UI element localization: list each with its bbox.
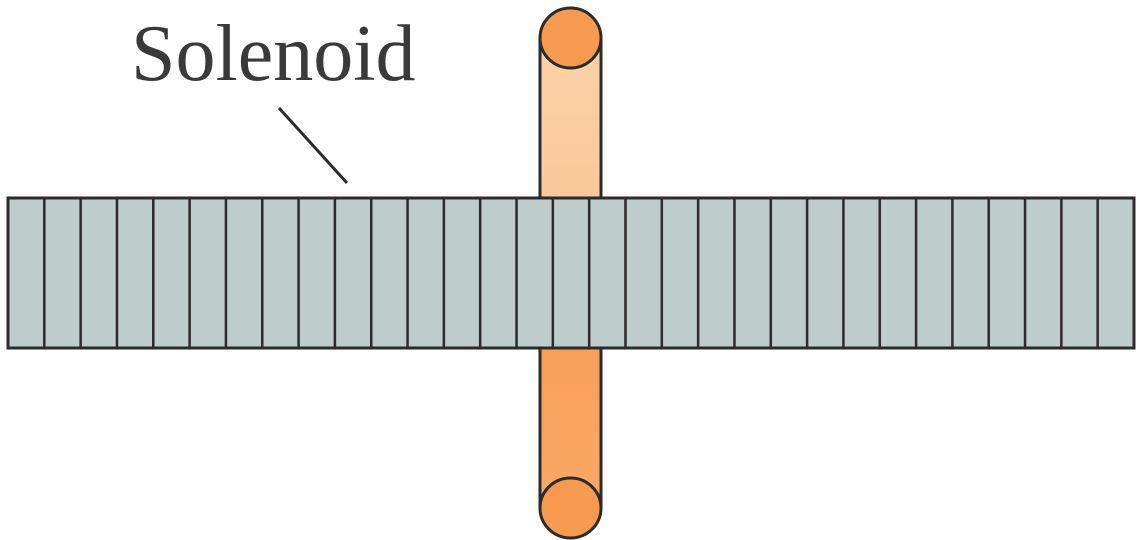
rod-top-end-cap: [538, 6, 603, 70]
label-leader-line: [277, 106, 349, 185]
solenoid-body: [6, 196, 1136, 350]
solenoid-label: Solenoid: [131, 10, 415, 98]
rod-bottom-end-cap: [538, 476, 603, 540]
solenoid: [6, 196, 1136, 350]
solenoid-coils: [43, 198, 1099, 348]
